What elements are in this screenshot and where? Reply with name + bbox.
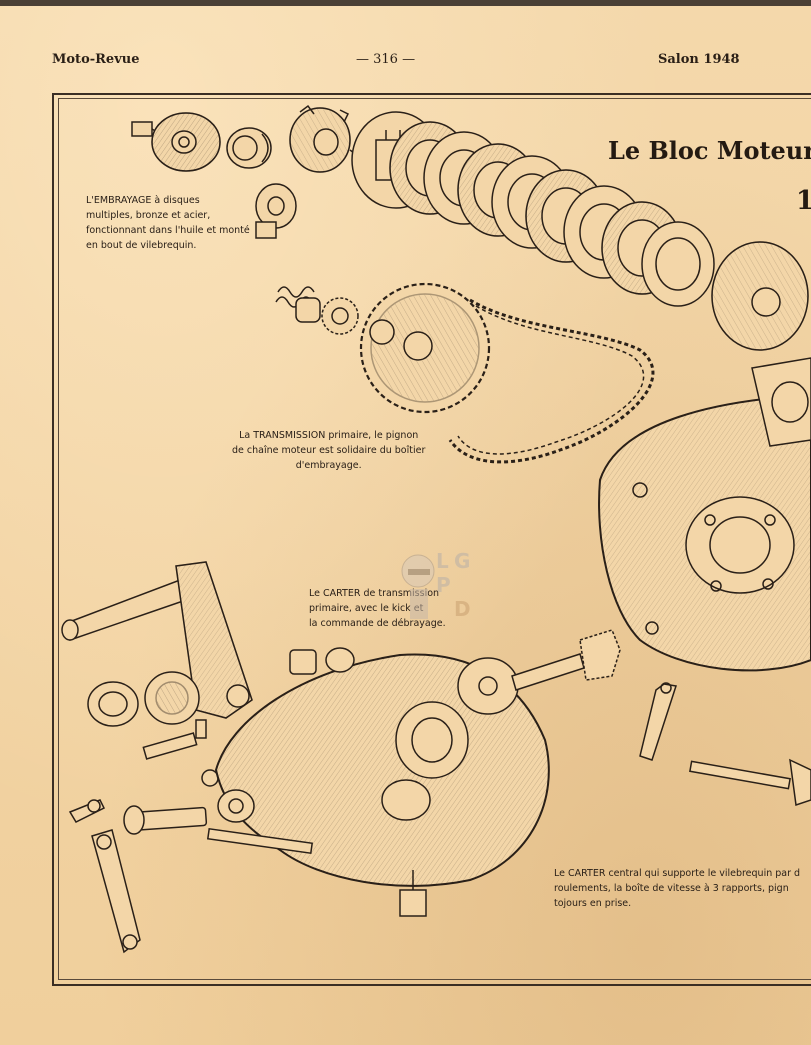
watermark-letter: G bbox=[454, 549, 472, 573]
caption-line: La TRANSMISSION primaire, le pignon bbox=[239, 430, 419, 441]
scan-edge bbox=[0, 0, 811, 6]
caption-line: Le CARTER de transmission bbox=[309, 588, 440, 599]
watermark-letter: P bbox=[436, 573, 452, 597]
page-frame bbox=[52, 93, 811, 986]
watermark-letter: L bbox=[436, 549, 450, 573]
archive-watermark: L G P D bbox=[396, 547, 476, 625]
caption-carter-transmission: Le CARTER de transmission primaire, avec… bbox=[309, 586, 446, 631]
page-frame-inner bbox=[58, 98, 811, 980]
caption-line: la commande de débrayage. bbox=[309, 618, 446, 629]
page-number: — 316 — bbox=[356, 52, 416, 67]
caption-line: de chaîne moteur est solidaire du boîtie… bbox=[232, 445, 426, 456]
caption-embrayage: L'EMBRAYAGE à disques multiples, bronze … bbox=[86, 193, 250, 253]
caption-line: fonctionnant dans l'huile et monté bbox=[86, 225, 250, 236]
primary-transmission bbox=[275, 282, 655, 464]
page-title: Le Bloc Moteur bbox=[608, 136, 811, 165]
caption-line: roulements, la boîte de vitesse à 3 rapp… bbox=[554, 883, 789, 894]
caption-line: L'EMBRAYAGE à disques bbox=[86, 195, 200, 206]
magazine-name: Moto-Revue bbox=[52, 52, 140, 67]
caption-line: d'embrayage. bbox=[295, 460, 362, 471]
issue-label: Salon 1948 bbox=[658, 52, 740, 67]
clutch-assembly bbox=[131, 104, 809, 351]
caption-line: primaire, avec le kick et bbox=[309, 603, 424, 614]
caption-line: en bout de vilebrequin. bbox=[86, 240, 197, 251]
caption-line: tojours en prise. bbox=[554, 898, 632, 909]
watermark-letter: D bbox=[454, 597, 472, 621]
caption-line: multiples, bronze et acier, bbox=[86, 210, 211, 221]
central-crankcase bbox=[598, 357, 811, 806]
caption-line: Le CARTER central qui supporte le vilebr… bbox=[554, 868, 801, 879]
transmission-cover bbox=[61, 561, 621, 954]
caption-transmission: La TRANSMISSION primaire, le pignon de c… bbox=[232, 428, 425, 473]
caption-carter-central: Le CARTER central qui supporte le vilebr… bbox=[554, 866, 811, 911]
page-title-number: 1 bbox=[796, 186, 811, 216]
